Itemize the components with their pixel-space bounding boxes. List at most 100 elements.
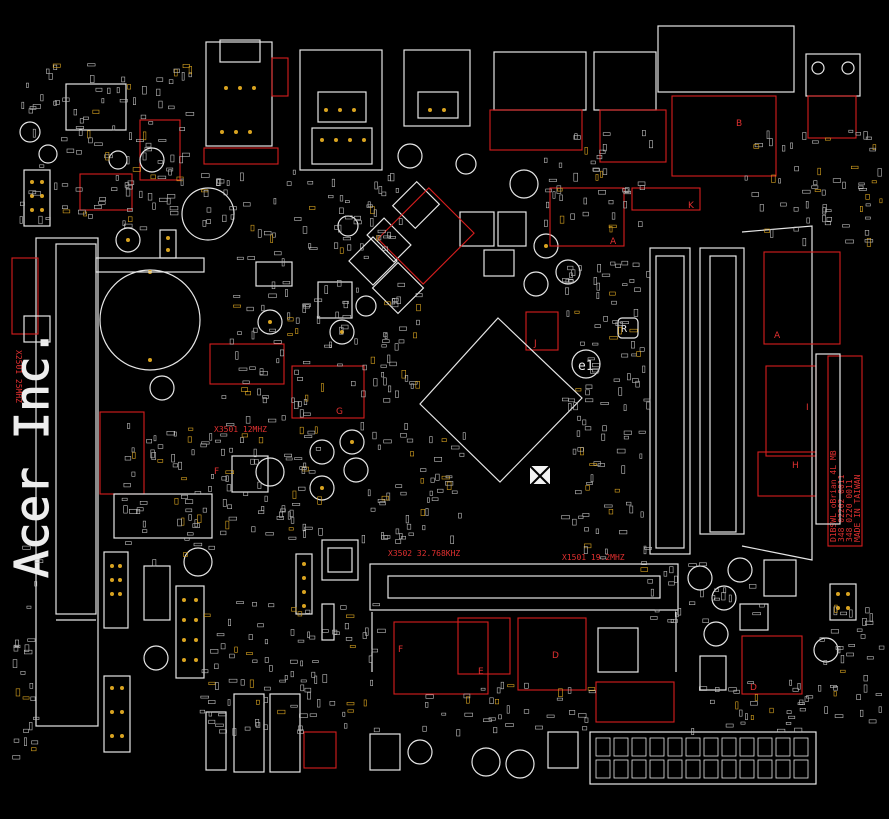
- smd-footprint: [382, 246, 388, 251]
- smd-footprint: [413, 332, 417, 339]
- smd-footprint: [830, 629, 840, 634]
- smd-footprint: [235, 351, 239, 360]
- smd-footprint: [631, 353, 637, 357]
- smd-footprint: [347, 244, 352, 251]
- smd-footprint: [821, 189, 826, 196]
- smd-footprint: [824, 221, 832, 226]
- smd-footprint: [863, 131, 868, 140]
- smd-footprint: [335, 311, 339, 319]
- smd-footprint: [241, 433, 248, 438]
- smd-footprint: [576, 430, 581, 437]
- smd-footprint: [582, 512, 590, 517]
- smd-footprint: [556, 697, 564, 701]
- smd-footprint: [602, 132, 611, 136]
- smd-footprint: [226, 180, 230, 186]
- smd-footprint: [245, 416, 251, 424]
- smd-footprint: [152, 202, 156, 210]
- smd-footprint: [61, 137, 68, 142]
- smd-footprint: [865, 607, 870, 614]
- smd-footprint: [871, 180, 877, 184]
- smd-footprint: [116, 87, 120, 94]
- smd-footprint: [584, 147, 588, 155]
- smd-footprint: [543, 157, 548, 163]
- smd-footprint: [264, 639, 269, 645]
- smd-footprint: [691, 728, 695, 736]
- smd-footprint: [240, 437, 244, 444]
- smd-footprint: [574, 310, 580, 314]
- smd-footprint: [273, 340, 282, 344]
- smd-footprint: [573, 172, 578, 182]
- smd-footprint: [794, 166, 799, 172]
- smd-footprint: [401, 536, 406, 540]
- smd-footprint: [462, 432, 466, 440]
- smd-footprint: [855, 132, 861, 136]
- smd-footprint: [759, 603, 765, 608]
- smd-footprint: [383, 398, 391, 403]
- pcie-slot: [35, 237, 99, 727]
- smd-footprint: [278, 511, 283, 518]
- smd-footprint: [126, 156, 130, 165]
- smd-footprint: [157, 160, 163, 164]
- smd-footprint: [776, 728, 786, 733]
- smd-footprint: [261, 505, 265, 511]
- smd-footprint: [640, 511, 644, 518]
- smd-footprint: [13, 645, 19, 652]
- smd-footprint: [228, 516, 237, 521]
- smd-footprint: [19, 201, 25, 206]
- smd-footprint: [291, 397, 295, 403]
- smd-footprint: [178, 461, 182, 470]
- smd-footprint: [381, 495, 389, 501]
- smd-footprint: [592, 342, 599, 346]
- smd-footprint: [824, 137, 831, 141]
- smd-footprint: [30, 696, 36, 702]
- smd-footprint: [572, 448, 577, 455]
- smd-footprint: [416, 319, 420, 326]
- usb-lan-outline: [299, 49, 383, 171]
- smd-footprint: [618, 387, 623, 396]
- smd-footprint: [711, 595, 716, 601]
- smd-footprint: [284, 674, 288, 680]
- smd-footprint: [420, 478, 424, 484]
- smd-footprint: [583, 197, 588, 205]
- smd-footprint: [268, 603, 275, 608]
- smd-footprint: [87, 63, 96, 67]
- smd-footprint: [864, 620, 874, 625]
- smd-footprint: [346, 702, 355, 706]
- audio-jack-outline: [205, 41, 273, 147]
- smd-footprint: [688, 563, 697, 567]
- smd-footprint: [173, 431, 177, 437]
- smd-footprint: [599, 149, 606, 154]
- smd-footprint: [387, 385, 392, 393]
- smd-footprint: [545, 188, 552, 193]
- smd-footprint: [559, 215, 565, 224]
- smd-footprint: [355, 287, 359, 293]
- smd-footprint: [125, 188, 131, 197]
- smd-footprint: [819, 637, 825, 642]
- smd-footprint: [613, 378, 620, 382]
- smd-footprint: [578, 713, 587, 718]
- smd-footprint: [131, 471, 136, 477]
- smd-footprint: [500, 681, 504, 690]
- smd-footprint: [12, 659, 18, 668]
- smd-footprint: [373, 727, 380, 733]
- smd-footprint: [287, 333, 293, 336]
- smd-footprint: [625, 501, 632, 506]
- smd-footprint: [291, 607, 297, 612]
- smd-footprint: [293, 401, 299, 409]
- smd-footprint: [381, 191, 387, 197]
- smd-footprint: [174, 498, 179, 505]
- smd-footprint: [602, 425, 607, 432]
- smd-footprint: [39, 164, 45, 168]
- smd-footprint: [304, 526, 313, 530]
- smd-footprint: [157, 459, 164, 463]
- smd-footprint: [600, 170, 603, 178]
- fiducial: [571, 349, 601, 379]
- smd-footprint: [435, 473, 440, 481]
- smd-footprint: [173, 68, 180, 73]
- smd-footprint: [15, 639, 20, 648]
- smd-footprint: [778, 178, 781, 184]
- smd-footprint: [269, 665, 273, 672]
- smd-footprint: [136, 508, 141, 514]
- smd-footprint: [663, 570, 668, 577]
- smd-footprint: [230, 214, 235, 220]
